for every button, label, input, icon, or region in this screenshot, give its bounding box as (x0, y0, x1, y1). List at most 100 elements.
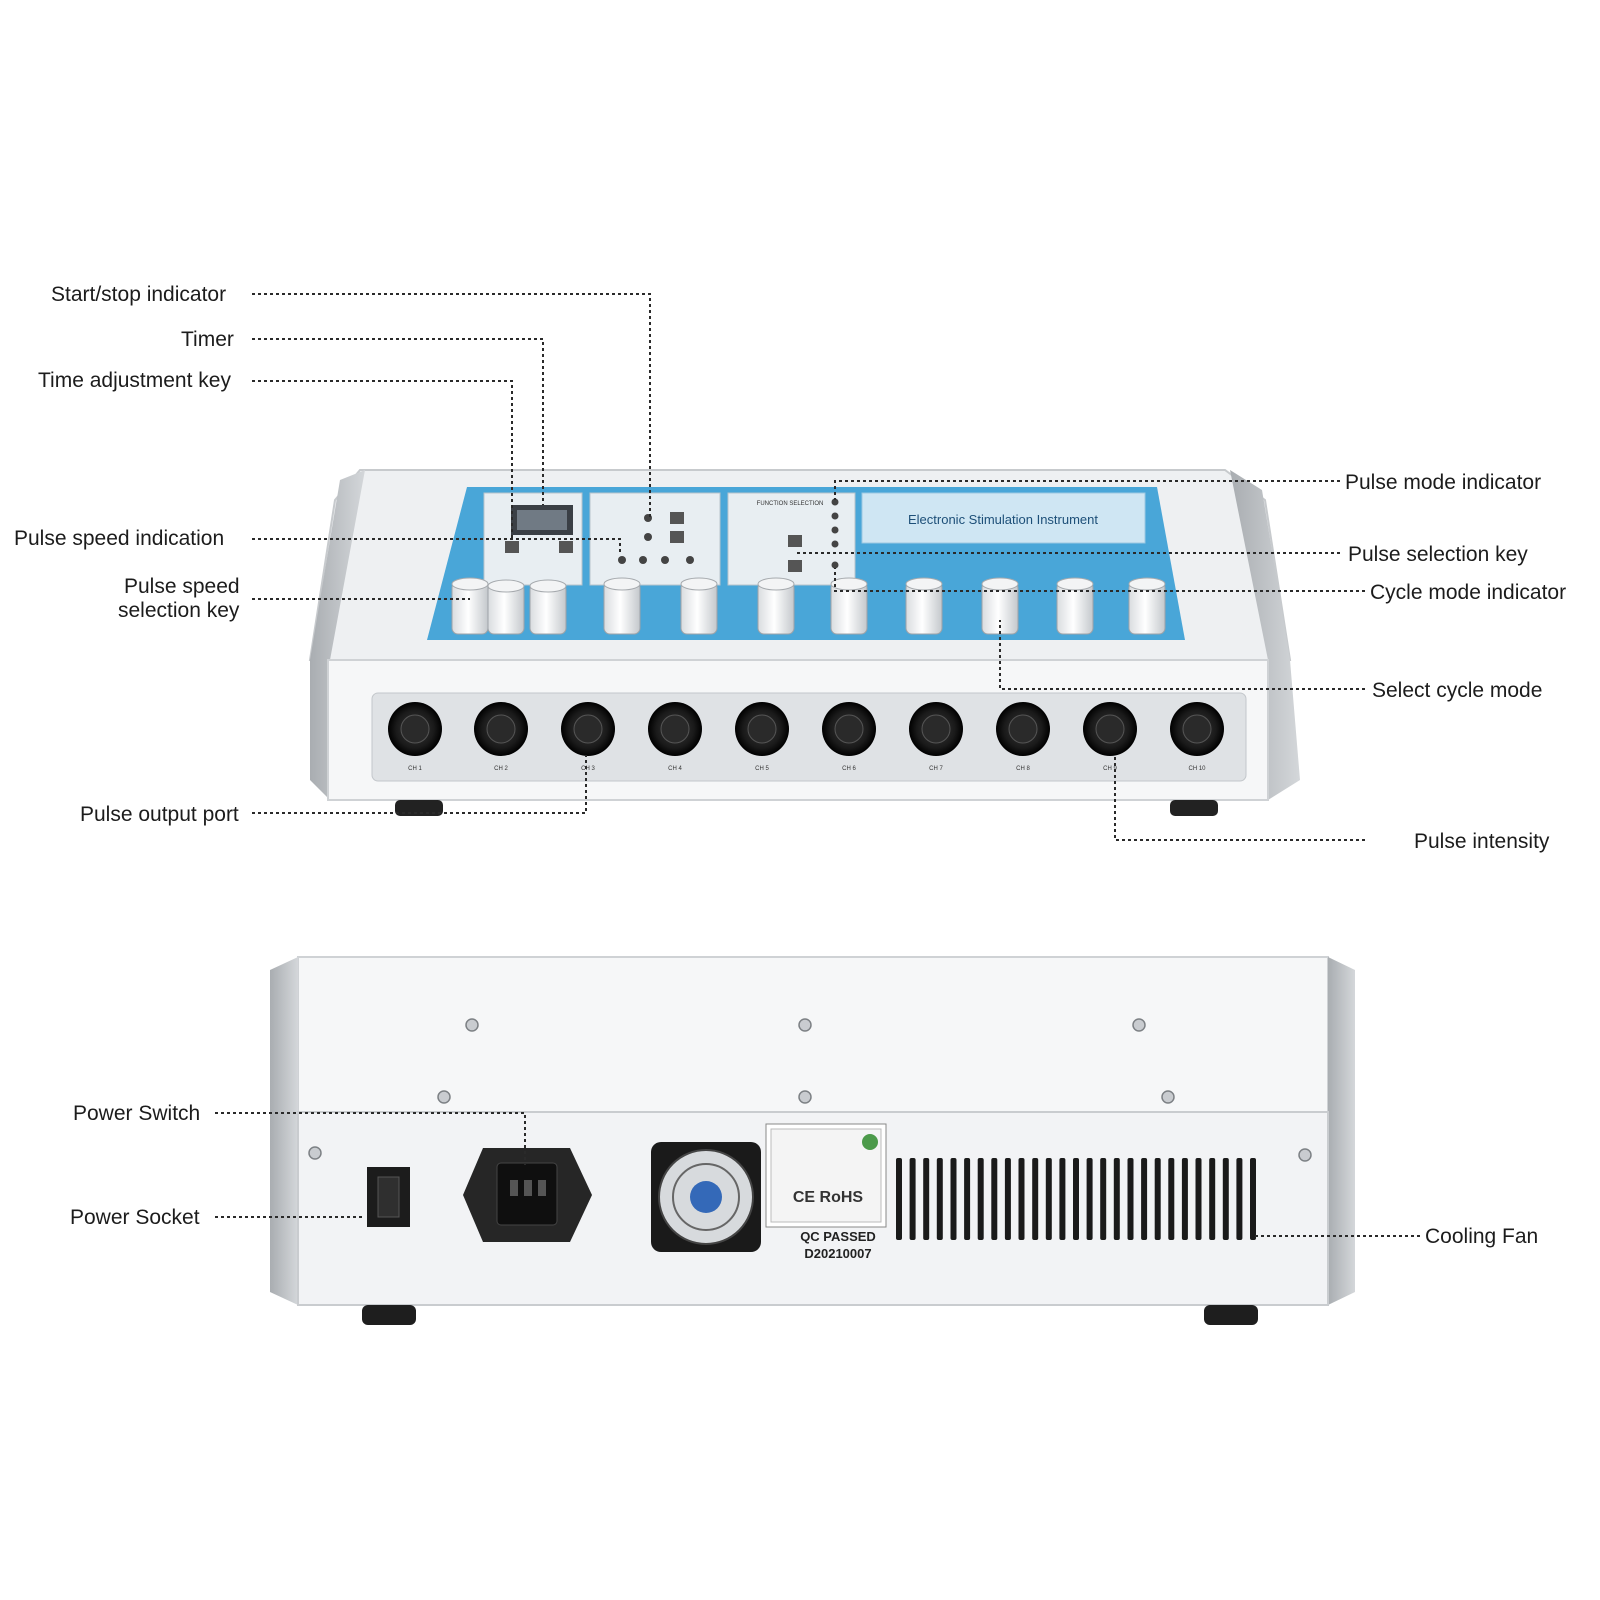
pulse-speed-selection-key[interactable] (670, 531, 684, 543)
output-port[interactable] (1083, 702, 1137, 756)
panel-title: Electronic Stimulation Instrument (908, 512, 1098, 527)
vent-slot (1181, 1158, 1188, 1240)
rear-device: CE RoHS QC PASSED D20210007 (270, 956, 1355, 1325)
power-switch-rocker[interactable] (377, 1176, 400, 1218)
label-cycle-mode-indicator: Cycle mode indicator (1370, 581, 1566, 604)
vent-slot (977, 1158, 984, 1240)
vent-slot (1086, 1158, 1093, 1240)
speed-section (589, 492, 721, 586)
label-select-cycle-mode: Select cycle mode (1372, 679, 1542, 702)
pulse-mode-indicators (831, 498, 839, 569)
label-pulse-selection-key: Pulse selection key (1348, 543, 1528, 566)
fan-grill-ring (672, 1163, 740, 1231)
cycle-mode-key[interactable] (788, 560, 802, 572)
front-foot-left (395, 800, 443, 816)
vent-slot (1209, 1158, 1216, 1240)
qc-passed-line2: D20210007 (804, 1246, 871, 1261)
function-label: FUNCTION SELECTION (757, 501, 824, 507)
label-power-socket: Power Socket (70, 1206, 200, 1229)
knob[interactable] (451, 577, 489, 635)
channel-label: CH 8 (1016, 766, 1030, 772)
vent-slot (964, 1158, 971, 1240)
label-pulse-intensity: Pulse intensity (1414, 830, 1550, 853)
vent-slot (1073, 1158, 1079, 1240)
rohs-mark: CE RoHS (793, 1189, 864, 1206)
time-down-key[interactable] (559, 541, 573, 553)
label-pulse-speed-selection-key-2: selection key (118, 599, 240, 622)
output-port[interactable] (1170, 702, 1224, 756)
channel-label: CH 5 (755, 766, 769, 772)
knob[interactable] (603, 577, 641, 635)
label-pulse-speed-selection-key-1: Pulse speed (124, 575, 240, 598)
channel-label: CH 6 (842, 766, 856, 772)
knob[interactable] (1128, 577, 1166, 635)
channel-label: CH 9 (1103, 766, 1117, 772)
socket-pin (538, 1180, 546, 1196)
timer-screen (517, 510, 567, 530)
rear-right-edge (1328, 957, 1355, 1305)
channel-labels: CH 1 CH 2 CH 3 CH 4 CH 5 CH 6 CH 7 CH 8 … (408, 766, 1206, 772)
vent-slot (1127, 1158, 1134, 1240)
output-port[interactable] (388, 702, 442, 756)
output-port[interactable] (822, 702, 876, 756)
knob[interactable] (830, 577, 868, 635)
output-port[interactable] (996, 702, 1050, 756)
channel-label: CH 4 (668, 766, 682, 772)
vent-slot (1195, 1158, 1202, 1240)
fan-hub (690, 1181, 722, 1213)
pulse-speed-indicators (618, 514, 694, 564)
rear-left-edge (270, 957, 298, 1305)
label-power-switch: Power Switch (73, 1102, 200, 1125)
channel-label: CH 1 (408, 766, 422, 772)
label-pulse-mode-indicator: Pulse mode indicator (1345, 471, 1541, 494)
output-port[interactable] (648, 702, 702, 756)
knob[interactable] (905, 577, 943, 635)
front-foot-right (1170, 800, 1218, 816)
channel-label: CH 3 (581, 766, 595, 772)
left-side-edge (310, 470, 365, 800)
pulse-selection-key[interactable] (788, 535, 802, 547)
vent-slot (991, 1158, 998, 1240)
output-port[interactable] (735, 702, 789, 756)
rear-labels: Power Switch Power Socket Cooling Fan (70, 1102, 1538, 1248)
knob[interactable] (1056, 577, 1094, 635)
output-port[interactable] (474, 702, 528, 756)
vent-slot (1004, 1158, 1011, 1240)
vent-slot (1018, 1158, 1025, 1240)
vent-slot (1168, 1158, 1175, 1240)
label-pulse-speed-indication: Pulse speed indication (14, 527, 224, 550)
time-up-key[interactable] (505, 541, 519, 553)
knob[interactable] (487, 579, 525, 635)
label-pulse-output-port: Pulse output port (80, 803, 239, 826)
output-port[interactable] (909, 702, 963, 756)
knob[interactable] (529, 579, 567, 635)
channel-label: CH 10 (1188, 766, 1206, 772)
channel-label: CH 7 (929, 766, 943, 772)
vent-slot (1100, 1158, 1107, 1240)
intensity-knobs (451, 577, 1166, 635)
start-stop-key[interactable] (670, 512, 684, 524)
vent-slot (896, 1158, 902, 1240)
front-leader-lines (252, 293, 1365, 841)
vent-slot (1141, 1158, 1148, 1240)
title-section (861, 492, 1146, 544)
knob[interactable] (680, 577, 718, 635)
cooling-vents (896, 1158, 1256, 1240)
vent-slot (1222, 1158, 1229, 1240)
vent-slot (1236, 1158, 1243, 1240)
knob[interactable] (981, 577, 1019, 635)
output-port[interactable] (561, 702, 615, 756)
rear-leader-lines (215, 1112, 1420, 1237)
vent-slot (1250, 1158, 1256, 1240)
output-ports (388, 702, 1224, 756)
rear-foot-right (1204, 1305, 1258, 1325)
knob[interactable] (757, 577, 795, 635)
qc-passed-line1: QC PASSED (800, 1229, 876, 1244)
vent-slot (1113, 1158, 1120, 1240)
screws (308, 1018, 1312, 1162)
front-device: Electronic Stimulation Instrument FUNCTI… (308, 469, 1300, 816)
rear-foot-left (362, 1305, 416, 1325)
label-logo (862, 1134, 878, 1150)
vent-slot (950, 1158, 957, 1240)
